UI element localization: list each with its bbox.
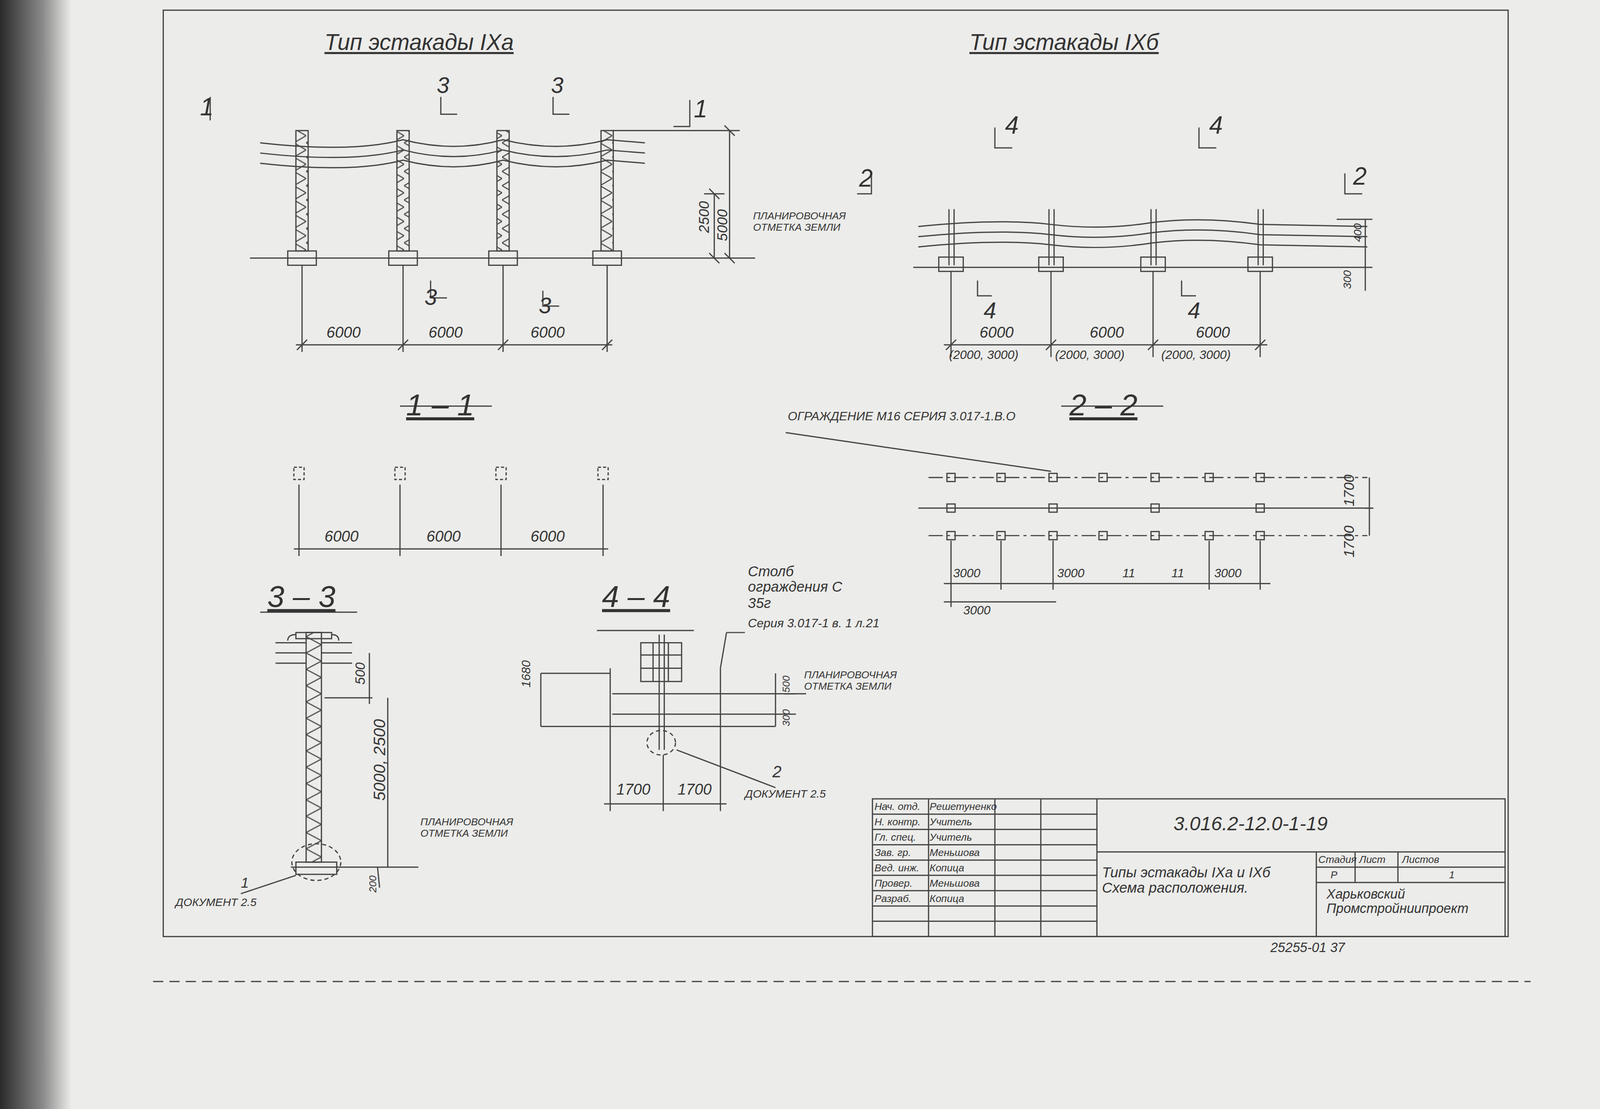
series-note: Серия 3.017-1 в. 1 л.21 bbox=[748, 617, 897, 631]
dimension-text: 3000 bbox=[1056, 567, 1085, 581]
callout-number: 1 bbox=[240, 875, 249, 892]
title-block-cell: Копица bbox=[929, 892, 965, 904]
section-mark: 3 bbox=[550, 73, 564, 99]
title-block-cell: 1 bbox=[1449, 869, 1455, 881]
title-block-cell: Зав. гр. bbox=[874, 846, 911, 858]
dimension-text: 200 bbox=[366, 874, 379, 892]
section-mark: 1 bbox=[694, 96, 708, 123]
dimension-text: 6000 bbox=[326, 324, 361, 342]
dimension-text: 300 bbox=[779, 708, 792, 726]
dimension-text: 3000 bbox=[1214, 567, 1242, 581]
dimension-text: 1700 bbox=[677, 781, 712, 799]
ground-level-note: ПЛАНИРОВОЧНАЯ ОТМЕТКА ЗЕМЛИ bbox=[803, 669, 906, 692]
dimension-text: 6000 bbox=[530, 528, 565, 546]
title-block-cell: Учитель bbox=[929, 816, 973, 828]
view-heading: Тип эстакады IXб bbox=[969, 30, 1159, 56]
title-block-cell: Провер. bbox=[874, 877, 913, 889]
section-mark: 4 bbox=[1209, 112, 1224, 140]
view-heading: Тип эстакады IXа bbox=[324, 30, 514, 56]
post-note: Столб ограждения С 35г bbox=[748, 564, 866, 612]
section-mark: 3 bbox=[538, 293, 551, 319]
dimension-text: 6000 bbox=[324, 528, 359, 546]
dimension-text: 400 bbox=[1350, 223, 1364, 243]
section-title: 4 – 4 bbox=[601, 579, 671, 613]
dimension-text: 6000 bbox=[428, 324, 463, 342]
document-note: ДОКУМЕНТ 2.5 bbox=[175, 895, 257, 908]
dimension-text: (2000, 3000) bbox=[949, 349, 1019, 363]
title-block-cell: Гл. спец. bbox=[874, 831, 916, 843]
dimension-text: 1700 bbox=[1341, 524, 1357, 557]
title-block-cell: Стадия bbox=[1318, 853, 1357, 866]
sheet-number: 25255-01 37 bbox=[1270, 940, 1345, 955]
drawing-code: 3.016.2-12.0-1-19 bbox=[1173, 813, 1328, 836]
organization-name: Харьковский Промстройниипроект bbox=[1326, 887, 1500, 917]
title-block-cell: Учитель bbox=[929, 831, 973, 843]
section-title: 2 – 2 bbox=[1069, 387, 1138, 422]
document-note: ДОКУМЕНТ 2.5 bbox=[745, 787, 827, 800]
dimension-text: 6000 bbox=[426, 528, 461, 546]
dimension-text: 11 bbox=[1122, 567, 1136, 581]
section-mark: 2 bbox=[1352, 163, 1367, 191]
dimension-text: 500 bbox=[353, 662, 369, 685]
title-block-cell: Нач. отд. bbox=[874, 800, 921, 813]
fence-note: ОГРАЖДЕНИЕ М16 СЕРИЯ 3.017-1.В.О bbox=[787, 409, 1018, 424]
dimension-text: (2000, 3000) bbox=[1161, 349, 1231, 363]
title-block-cell: Вед. инж. bbox=[874, 861, 920, 874]
title-block-cell: Решетуненко bbox=[929, 800, 998, 813]
dimension-text: 6000 bbox=[979, 324, 1014, 342]
title-block-cell: Листов bbox=[1401, 853, 1440, 866]
section-mark: 2 bbox=[859, 165, 874, 193]
title-block-cell: Лист bbox=[1359, 853, 1386, 866]
section-mark: 3 bbox=[424, 285, 437, 311]
dimension-text: (2000, 3000) bbox=[1054, 349, 1125, 363]
ground-level-note: ПЛАНИРОВОЧНАЯ ОТМЕТКА ЗЕМЛИ bbox=[752, 210, 850, 233]
dimension-text: 6000 bbox=[1089, 324, 1124, 342]
section-title: 1 – 1 bbox=[405, 387, 475, 422]
title-block-cell: Н. контр. bbox=[874, 816, 921, 828]
section-mark: 4 bbox=[983, 299, 997, 324]
section-mark: 3 bbox=[436, 73, 450, 99]
dimension-text: 5000, 2500 bbox=[370, 718, 389, 801]
title-block-cell: Меньшова bbox=[929, 846, 980, 858]
dimension-text: 1700 bbox=[1341, 473, 1357, 506]
dimension-text: 11 bbox=[1171, 567, 1185, 581]
title-block-cell: Меньшова bbox=[929, 877, 980, 889]
title-block-cell: Копица bbox=[929, 861, 965, 874]
drawing-title: Типы эстакады IXа и IXб Схема расположен… bbox=[1101, 864, 1312, 897]
dimension-text: 300 bbox=[1341, 270, 1354, 290]
dimension-text: 2500 bbox=[696, 200, 713, 233]
dimension-text: 6000 bbox=[1196, 324, 1231, 342]
dimension-text: 500 bbox=[779, 674, 792, 692]
section-title: 3 – 3 bbox=[267, 579, 336, 613]
dimension-text: 3000 bbox=[952, 567, 981, 581]
title-block-cell: Р bbox=[1330, 869, 1338, 881]
dimension-text: 1700 bbox=[616, 781, 651, 799]
dimension-text: 6000 bbox=[530, 324, 565, 342]
dimension-text: 3000 bbox=[963, 603, 991, 618]
section-mark: 1 bbox=[200, 94, 214, 121]
section-mark: 4 bbox=[1004, 112, 1019, 140]
title-block-cell: Разраб. bbox=[874, 892, 912, 904]
callout-number: 2 bbox=[772, 762, 782, 781]
dimension-text: 5000 bbox=[714, 208, 731, 241]
dimension-text: 1680 bbox=[519, 659, 534, 688]
section-mark: 4 bbox=[1187, 299, 1200, 324]
ground-level-note: ПЛАНИРОВОЧНАЯ ОТМЕТКА ЗЕМЛИ bbox=[420, 816, 523, 839]
